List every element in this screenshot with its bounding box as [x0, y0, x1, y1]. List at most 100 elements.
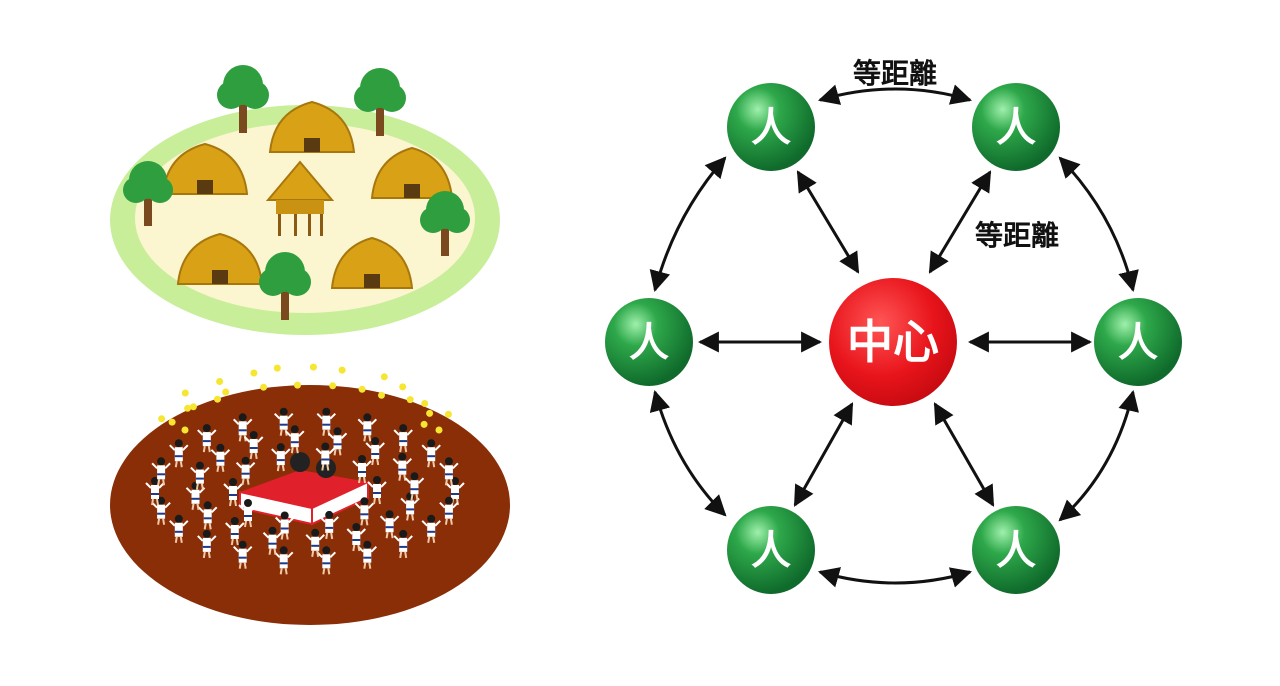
- dancer-figure: [285, 425, 305, 454]
- dancer-figure: [439, 457, 459, 486]
- lantern-dot: [358, 385, 366, 393]
- node-left: 人: [605, 298, 693, 386]
- dancer-figure: [315, 442, 336, 471]
- dancer-figure: [197, 529, 217, 559]
- lantern-dot: [181, 426, 189, 434]
- lantern-dot: [426, 409, 434, 417]
- node-top-left: 人: [727, 83, 815, 171]
- dancer-figure: [393, 529, 413, 559]
- storehouse-icon: [265, 160, 335, 236]
- node-bottom-right: 人: [972, 506, 1060, 594]
- arrow-bottom-left-to-left: [649, 389, 727, 517]
- tree-icon: [420, 191, 470, 256]
- arrow-right-to-bottom-right: [1058, 389, 1139, 522]
- dancer-figure: [316, 407, 337, 436]
- lantern-dot: [168, 418, 176, 426]
- lantern-dot: [380, 373, 388, 381]
- dancer-figure: [319, 510, 339, 540]
- tree-icon: [123, 161, 173, 226]
- lantern-dot: [338, 366, 346, 374]
- tree-icon: [259, 252, 311, 320]
- node-label: 人: [1118, 320, 1158, 366]
- center-node: 中心: [829, 278, 957, 406]
- dancer-figure: [235, 456, 256, 485]
- dancer-figure: [169, 439, 189, 468]
- tree-icon: [217, 65, 269, 133]
- node-label: 人: [996, 105, 1036, 151]
- lantern-dot: [421, 400, 429, 407]
- lantern-dot: [294, 381, 301, 389]
- dancer-figure: [352, 455, 372, 484]
- lantern-group: [158, 363, 452, 434]
- dancer-figure: [232, 413, 253, 442]
- lantern-dot: [214, 395, 221, 403]
- dancer-figure: [210, 443, 231, 472]
- dancer-figure: [393, 424, 413, 453]
- spoke-arrows: [697, 170, 1093, 507]
- lantern-dot: [399, 383, 407, 391]
- distance-label-top: 等距離: [853, 57, 937, 90]
- dancer-figure: [225, 517, 245, 546]
- lantern-dot: [181, 389, 189, 397]
- node-bottom-left: 人: [727, 506, 815, 594]
- spoke-bottom-left: [793, 402, 854, 507]
- lantern-dot: [420, 420, 428, 428]
- node-label: 人: [751, 105, 791, 151]
- arrow-left-to-top-left: [649, 156, 727, 293]
- dancer-figure: [232, 540, 253, 569]
- dancer-figure: [238, 499, 258, 528]
- dancer-figure: [223, 478, 243, 507]
- node-top-right: 人: [972, 83, 1060, 171]
- dancer-figure: [151, 496, 171, 525]
- node-right: 人: [1094, 298, 1182, 386]
- dancer-figure: [379, 510, 400, 539]
- distance-label-spoke: 等距離: [975, 219, 1059, 252]
- dancer-figure: [354, 497, 375, 526]
- arrow-bottom: [817, 567, 973, 588]
- dancer-figure: [243, 431, 264, 460]
- lantern-dot: [184, 404, 192, 412]
- village-illustration: [110, 65, 500, 335]
- dancer-figure: [190, 461, 210, 490]
- node-label: 人: [751, 528, 791, 574]
- lantern-dot: [158, 415, 166, 423]
- dancer-figure: [273, 546, 294, 575]
- tree-icon: [354, 68, 406, 136]
- dancer-figure: [169, 514, 189, 543]
- dancer-figure: [197, 424, 217, 453]
- node-label: 人: [629, 320, 669, 366]
- dancer-figure: [392, 452, 413, 481]
- dancer-figure: [271, 443, 291, 472]
- spoke-top-right: [928, 170, 992, 274]
- dancer-figure: [439, 496, 459, 525]
- dancer-figure: [357, 413, 378, 442]
- lantern-dot: [260, 383, 268, 391]
- hut-icon: [161, 142, 249, 195]
- lantern-dot: [309, 363, 317, 371]
- dancer-figure: [273, 407, 294, 436]
- lantern-dot: [273, 364, 281, 372]
- dancer-figure: [305, 528, 325, 557]
- dancer-figure: [327, 427, 348, 456]
- lantern-dot: [435, 426, 443, 434]
- hut-icon: [268, 100, 356, 153]
- lantern-dot: [189, 403, 197, 411]
- dancer-figure: [367, 476, 387, 505]
- arrow-top-right-to-right: [1058, 156, 1139, 293]
- spoke-top-left: [796, 170, 860, 274]
- dancer-figure: [262, 526, 283, 555]
- lantern-dot: [216, 378, 224, 385]
- lantern-dot: [329, 382, 337, 390]
- lantern-dot: [250, 369, 258, 377]
- festival-dance-illustration: [110, 363, 510, 625]
- equal-distance-network: 等距離 等距離 中心 人 人 人 人 人 人: [605, 57, 1182, 594]
- center-label: 中心: [847, 315, 939, 369]
- dancer-figure: [274, 511, 295, 540]
- dancer-figure: [357, 540, 378, 569]
- dancer-figure: [421, 514, 441, 543]
- dancer-figure: [404, 472, 425, 501]
- node-label: 人: [996, 528, 1036, 574]
- hut-icon: [330, 236, 414, 289]
